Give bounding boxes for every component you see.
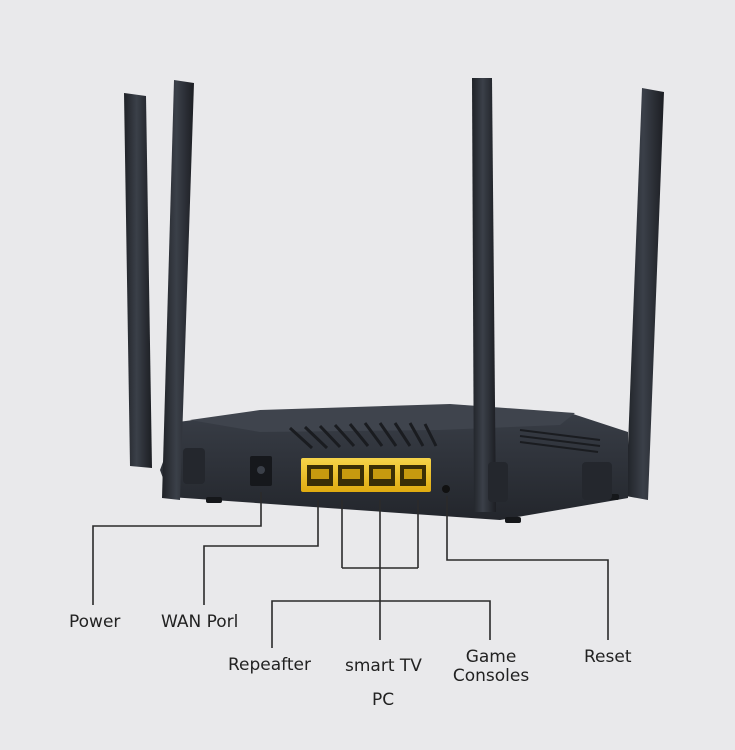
power-jack [250, 456, 272, 486]
antenna-rear-left [124, 93, 152, 468]
side-vents [519, 429, 601, 453]
smart-tv-label: smart TV [345, 656, 422, 676]
repeater-label: Repeafter [228, 655, 311, 675]
antenna-front-left [162, 80, 205, 500]
power-label: Power [69, 612, 121, 632]
pc-label: PC [372, 690, 395, 710]
antenna-front-right [472, 78, 508, 512]
wan-port-label: WAN Porl [161, 612, 239, 632]
lan-port-block [301, 458, 431, 492]
ethernet-port [400, 465, 426, 486]
reset-button [442, 485, 450, 493]
game-consoles-label: Game Consoles [452, 647, 530, 686]
ethernet-port [307, 465, 333, 486]
antenna-rear-right [626, 88, 664, 500]
ethernet-port [369, 465, 395, 486]
antenna-hinge-right [582, 462, 612, 500]
ethernet-port [338, 465, 364, 486]
reset-label: Reset [584, 647, 632, 667]
callout-lines [92, 492, 609, 648]
vent-grille [288, 422, 438, 450]
